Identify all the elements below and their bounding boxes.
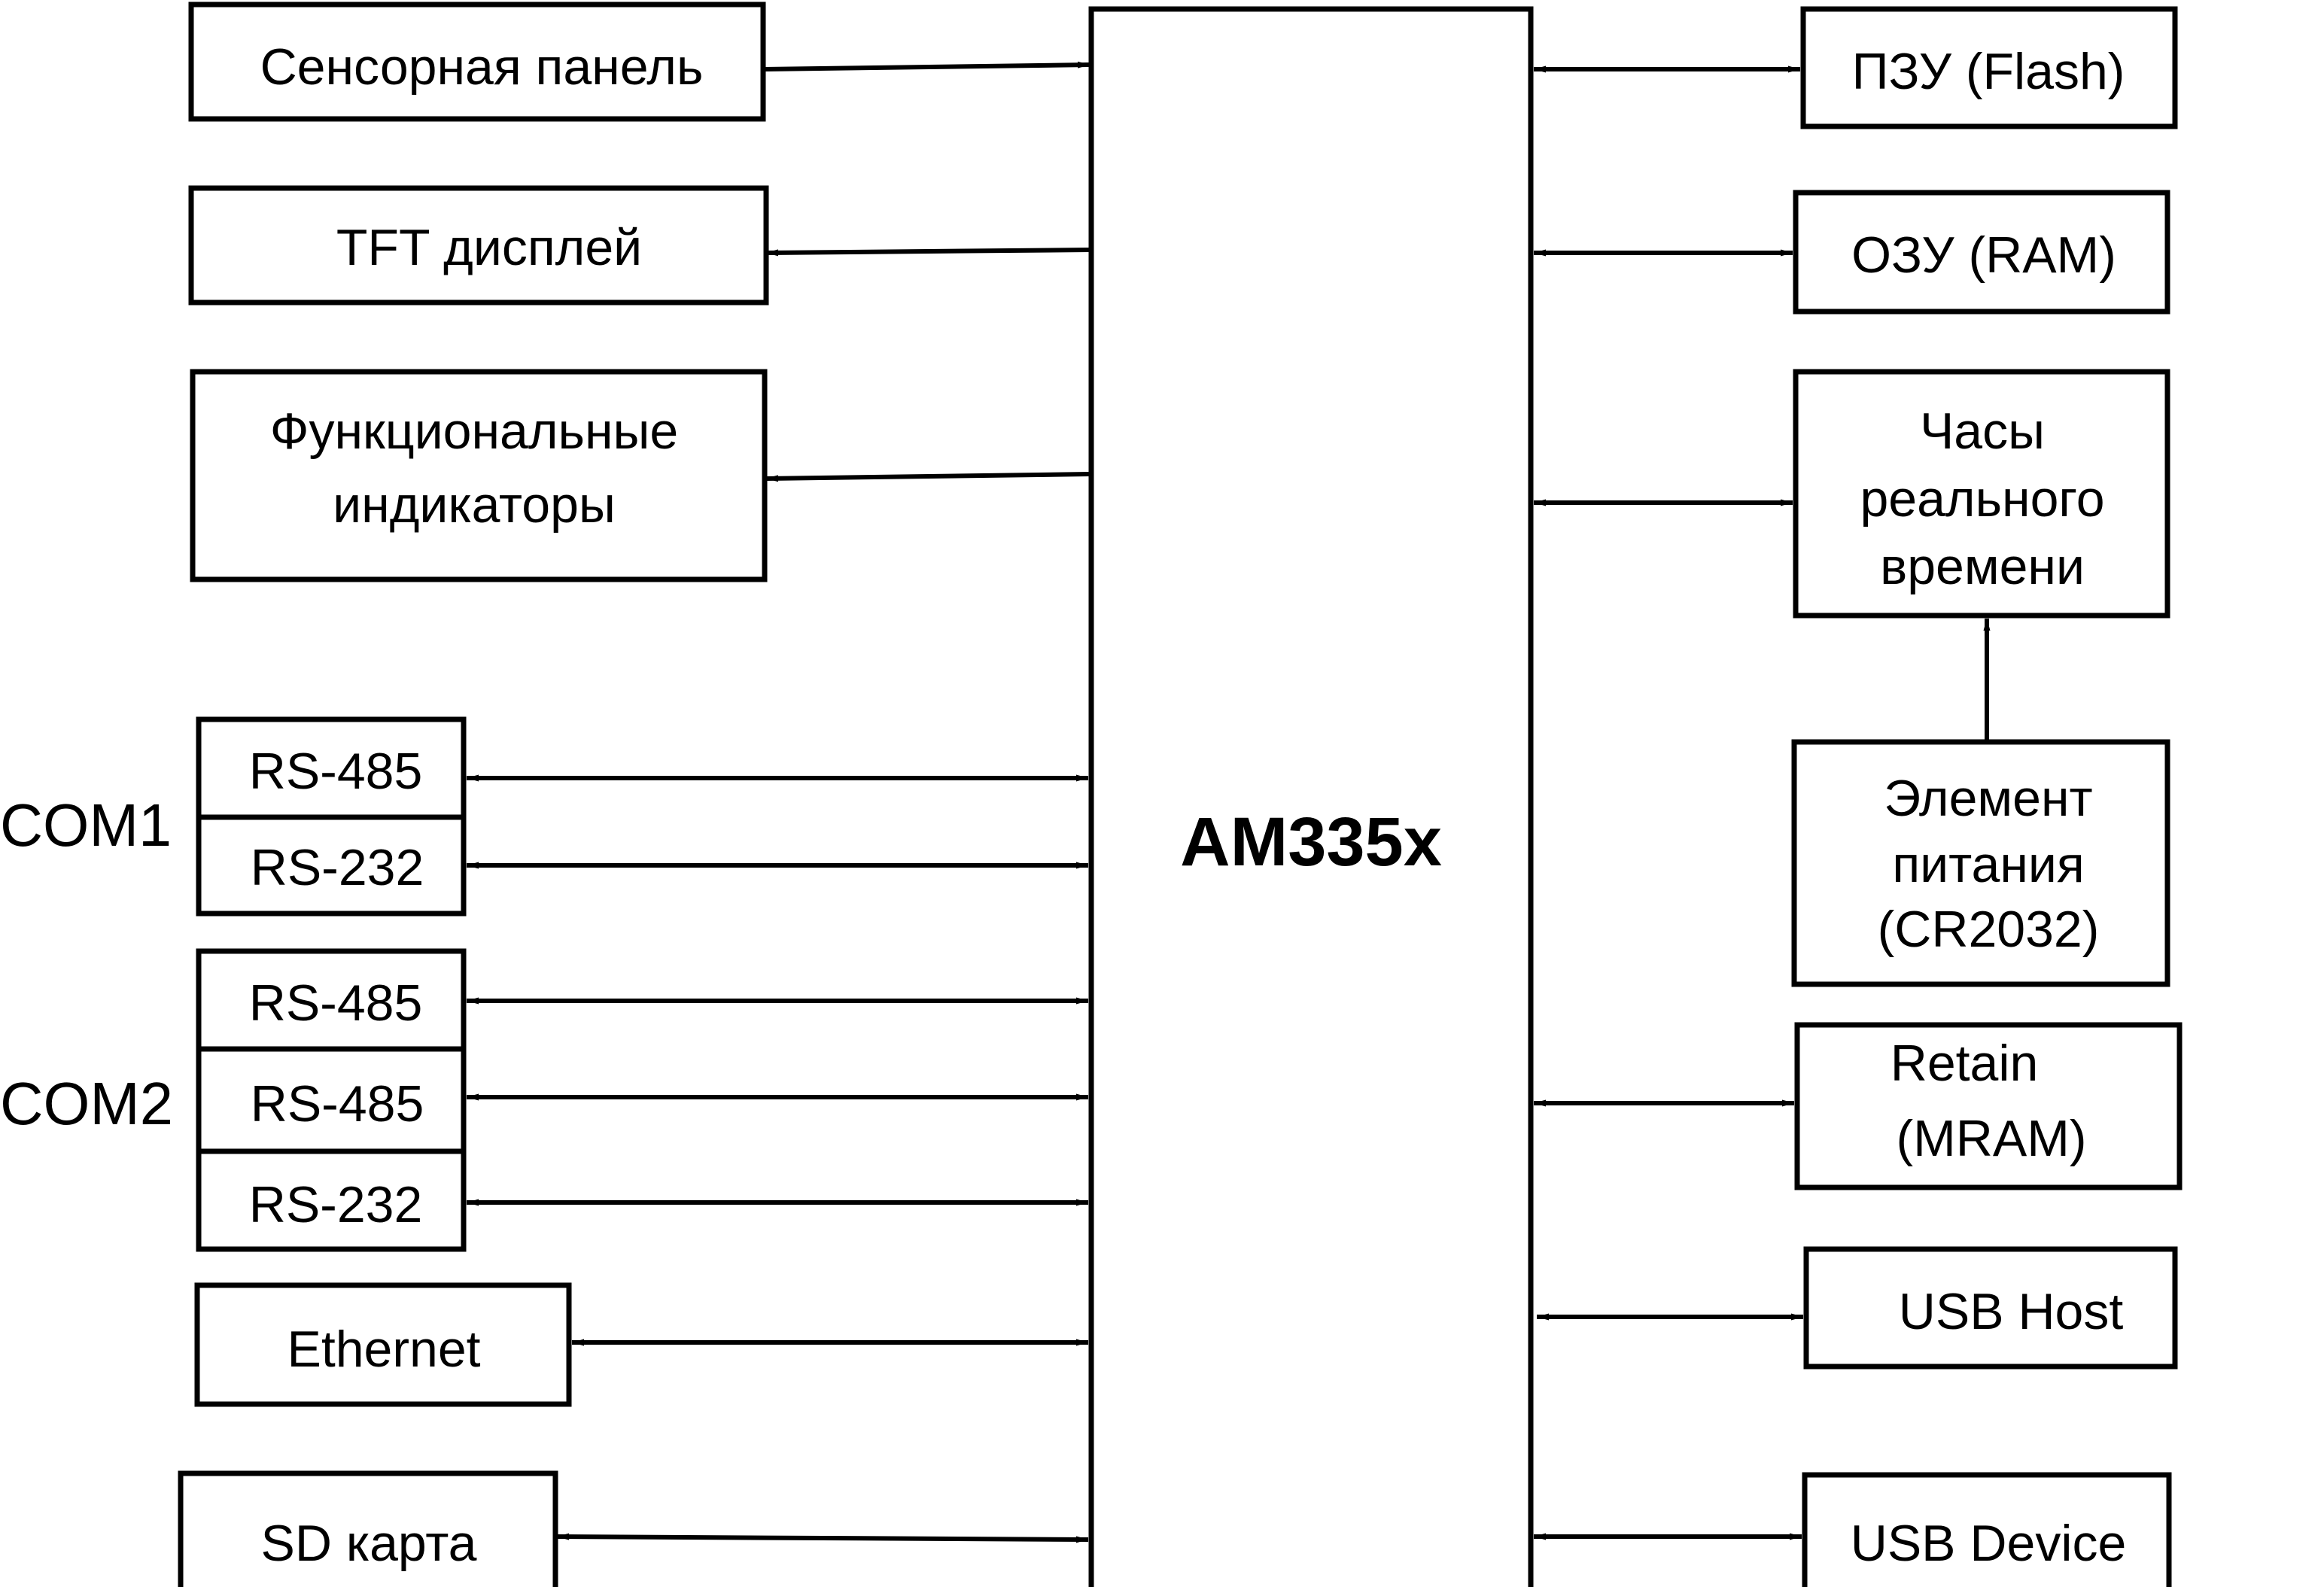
- rom-block: [1800, 6, 2178, 129]
- usb-device-label: USB Device: [1851, 1515, 2127, 1572]
- com1-port2-block: [196, 814, 467, 917]
- indicators-block: [190, 369, 768, 582]
- sd-card-arrow: [556, 1533, 1089, 1543]
- tft-display-label: TFT дисплей: [336, 219, 642, 276]
- battery-label-line2: питания: [1892, 836, 2084, 893]
- com1-port2-label: RS-232: [251, 839, 424, 896]
- rtc-label-line2: реального: [1860, 470, 2104, 527]
- com2-port1-label: RS-485: [249, 974, 423, 1032]
- com1-label: COM1: [0, 792, 172, 859]
- touch-panel-arrow: [762, 61, 1091, 71]
- usb-device-block: [1802, 1472, 2172, 1587]
- touch-panel-label: Сенсорная панель: [260, 38, 704, 96]
- com2-port2-block: [196, 1046, 467, 1154]
- ram-block: [1793, 190, 2170, 315]
- rtc-label-line1: Часы: [1920, 403, 2045, 460]
- retain-label-line2: (MRAM): [1896, 1110, 2086, 1167]
- com2-port1-block: [196, 948, 467, 1052]
- battery-block: [1791, 739, 2170, 987]
- indicators-label-line2: индикаторы: [333, 476, 616, 534]
- sd-card-block: [178, 1470, 558, 1587]
- battery-label-line1: Элемент: [1884, 770, 2092, 827]
- com2-label: COM2: [0, 1070, 173, 1137]
- processor-label: AM335x: [1180, 804, 1442, 880]
- tft-display-arrow: [765, 248, 1091, 257]
- retain-block: [1794, 1022, 2183, 1190]
- rom-label: ПЗУ (Flash): [1852, 43, 2125, 100]
- ethernet-label: Ethernet: [287, 1321, 480, 1378]
- usb-host-block: [1803, 1246, 2178, 1370]
- indicators-label-line1: Функциональные: [270, 403, 678, 460]
- usb-host-label: USB Host: [1899, 1283, 2124, 1340]
- com1-port1-block: [196, 716, 467, 820]
- tft-display-block: [188, 185, 769, 306]
- processor-block: [1088, 6, 1534, 1587]
- indicators-arrow: [765, 472, 1091, 482]
- rtc-block: [1793, 369, 2170, 619]
- rtc-label-line3: времени: [1880, 538, 2085, 595]
- com2-port3-block: [196, 1148, 467, 1252]
- battery-label-line3: (CR2032): [1878, 901, 2100, 958]
- ram-label: ОЗУ (RAM): [1851, 226, 2116, 284]
- retain-label-line1: Retain: [1891, 1035, 2039, 1092]
- sd-card-label: SD карта: [261, 1515, 477, 1572]
- ethernet-block: [194, 1282, 572, 1407]
- touch-panel-block: [188, 2, 766, 122]
- com1-port1-label: RS-485: [249, 743, 423, 800]
- com2-port2-label: RS-485: [251, 1075, 424, 1132]
- com2-port3-label: RS-232: [249, 1176, 423, 1233]
